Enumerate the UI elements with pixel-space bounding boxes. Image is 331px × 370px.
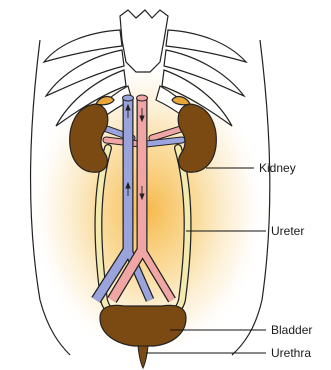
urethra (138, 346, 148, 368)
kidney-label: Kidney (259, 161, 296, 175)
bladder-label: Bladder (271, 323, 312, 337)
urethra-label: Urethra (271, 346, 311, 360)
ureter-label: Ureter (271, 224, 304, 238)
